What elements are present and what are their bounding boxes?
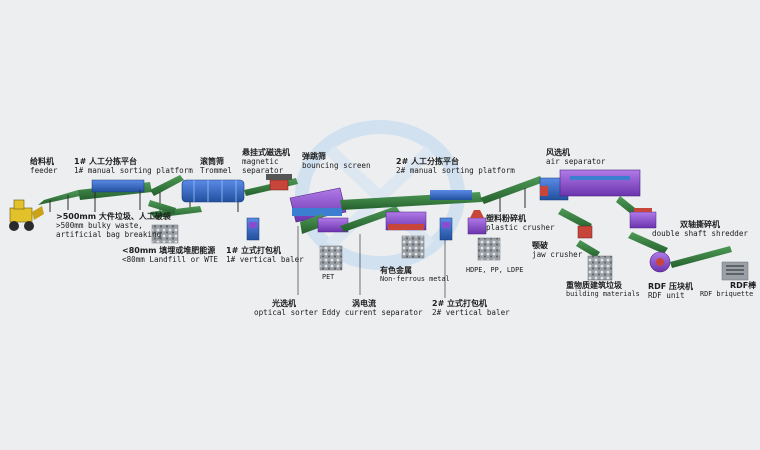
plastic-pile <box>477 237 501 261</box>
label-building-materials: 重物质建筑垃圾 building materials <box>566 281 640 299</box>
label-baler-1: 1# 立式打包机 1# vertical baler <box>226 246 304 264</box>
label-pet: PET <box>322 273 334 281</box>
rdf-briquette-pile <box>721 261 749 281</box>
label-eddy-zh: 涡电流 <box>352 299 376 308</box>
plastic-crusher <box>467 210 487 235</box>
label-jaw-crusher: 颚破 jaw crusher <box>532 241 582 259</box>
label-optical-sorter: 光选机 optical sorter <box>254 299 318 317</box>
label-plastic-crusher: 塑料粉碎机 plastic crusher <box>486 214 555 232</box>
label-pet-en: PET <box>322 273 335 281</box>
label-bulky-waste: >500mm 大件垃圾、人工破袋 >500mm bulky waste, art… <box>56 212 171 239</box>
label-hdpe-en: HDPE, PP, LDPE <box>466 266 524 274</box>
vertical-baler-2 <box>439 217 453 241</box>
label-hdpe: HDPE, PP, LDPE <box>466 266 523 274</box>
label-plastic-en: plastic crusher <box>486 223 555 232</box>
label-baler-2: 2# 立式打包机 2# vertical baler <box>432 299 510 317</box>
vertical-baler-1 <box>246 217 260 241</box>
trommel-machine <box>181 179 245 212</box>
label-magnetic-en2: separator <box>242 166 284 175</box>
label-eddy-current: 涡电流 Eddy current separator <box>322 299 423 317</box>
label-double-shaft-shredder: 双轴撕碎机 double shaft shredder <box>652 220 748 238</box>
air-separator <box>539 169 641 201</box>
bouncing-screen <box>289 187 347 223</box>
label-manual2-en: 2# manual sorting platform <box>396 166 515 175</box>
label-nonferrous: 有色金属 Non-ferrous metal <box>380 266 450 284</box>
label-building-en: building materials <box>566 290 640 298</box>
label-nonferrous-zh: 有色金属 <box>380 266 412 275</box>
label-plastic-zh: 塑料粉碎机 <box>486 214 526 223</box>
label-shredder-zh: 双轴撕碎机 <box>680 220 720 229</box>
label-feeder-en: feeder <box>30 166 58 175</box>
rdf-unit <box>649 251 671 273</box>
landfill-pile <box>151 224 179 244</box>
label-trommel: 滚筒筛 Trommel <box>200 157 232 175</box>
wheel-loader <box>9 199 44 231</box>
label-bouncing-en: bouncing screen <box>302 161 371 170</box>
label-shredder-en: double shaft shredder <box>652 229 749 238</box>
manual-sorting-platform-2 <box>340 190 482 210</box>
label-air-separator: 风选机 air separator <box>546 148 605 166</box>
label-nonferrous-en: Non-ferrous metal <box>380 275 450 283</box>
label-manual1-zh: 1# 人工分拣平台 <box>74 157 138 166</box>
label-bulky-en1: >500mm bulky waste, <box>56 221 143 230</box>
label-bulky-en2: artificial bag breaking <box>56 230 162 239</box>
eddy-current-machine <box>385 211 427 231</box>
building-materials-pile <box>587 255 613 281</box>
label-air-zh: 风选机 <box>546 148 570 157</box>
label-rdfunit-en: RDF unit <box>648 291 685 300</box>
label-magnetic-en1: magnetic <box>242 157 279 166</box>
double-shaft-shredder <box>629 208 657 229</box>
label-manual1-en: 1# manual sorting platform <box>74 166 193 175</box>
label-baler1-zh: 1# 立式打包机 <box>226 246 282 255</box>
magnetic-separator <box>266 174 292 191</box>
label-manual-sorting-2: 2# 人工分拣平台 2# manual sorting platform <box>396 157 515 175</box>
label-building-zh: 重物质建筑垃圾 <box>566 281 622 290</box>
label-trommel-en: Trommel <box>200 166 233 175</box>
label-landfill-en: <80mm Landfill or WTE <box>122 255 219 264</box>
feeder-conveyor <box>38 190 80 212</box>
label-rdf-briquette: RDF棒 RDF briquette <box>700 281 757 299</box>
label-bouncing: 弹跳筛 bouncing screen <box>302 152 371 170</box>
label-magnetic-zh: 悬挂式磁选机 <box>242 148 290 157</box>
jaw-crusher <box>577 225 593 239</box>
label-manual2-zh: 2# 人工分拣平台 <box>396 157 460 166</box>
nonferrous-pile <box>401 235 425 259</box>
label-rdf-unit: RDF 压块机 RDF unit <box>648 282 693 300</box>
label-eddy-en: Eddy current separator <box>322 308 423 317</box>
label-briquette-zh: RDF棒 <box>730 281 757 290</box>
label-jaw-en: jaw crusher <box>532 250 583 259</box>
label-manual-sorting-1: 1# 人工分拣平台 1# manual sorting platform <box>74 157 193 175</box>
label-baler2-zh: 2# 立式打包机 <box>432 299 488 308</box>
label-magnetic: 悬挂式磁选机 magnetic separator <box>242 148 290 175</box>
label-bouncing-zh: 弹跳筛 <box>302 152 326 161</box>
label-jaw-zh: 颚破 <box>532 241 548 250</box>
label-baler1-en: 1# vertical baler <box>226 255 304 264</box>
label-bulky-zh: >500mm 大件垃圾、人工破袋 <box>56 212 171 221</box>
label-optical-en: optical sorter <box>254 308 319 317</box>
label-air-en: air separator <box>546 157 606 166</box>
label-optical-zh: 光选机 <box>272 299 296 308</box>
label-feeder: 给料机 feeder <box>30 157 57 175</box>
manual-sorting-platform-1 <box>78 179 152 212</box>
label-landfill-zh: <80mm 填埋或堆肥能源 <box>122 246 216 255</box>
label-baler2-en: 2# vertical baler <box>432 308 510 317</box>
label-rdfunit-zh: RDF 压块机 <box>648 282 694 291</box>
label-trommel-zh: 滚筒筛 <box>200 157 224 166</box>
pet-pile <box>319 245 343 271</box>
label-landfill: <80mm 填埋或堆肥能源 <80mm Landfill or WTE <box>122 246 218 264</box>
leader-lines <box>297 226 446 298</box>
label-briquette-en: RDF briquette <box>700 290 754 298</box>
label-feeder-zh: 给料机 <box>30 157 54 166</box>
